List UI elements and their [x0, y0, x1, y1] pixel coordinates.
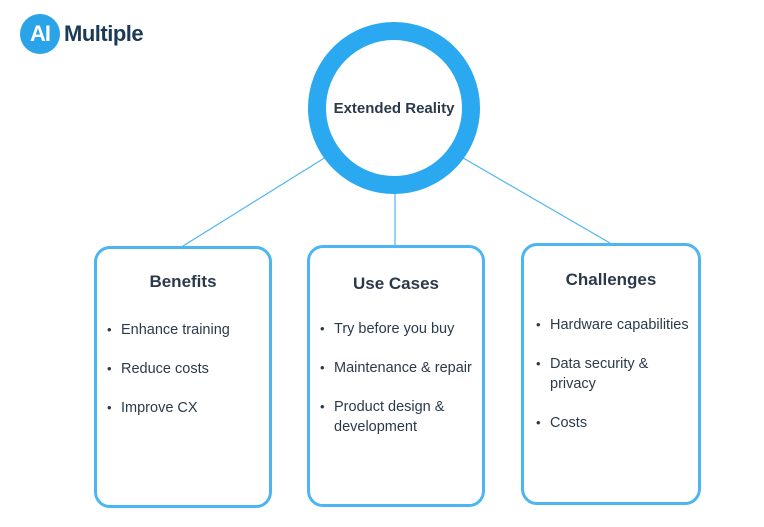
connector-challenges	[457, 154, 611, 244]
hub-label: Extended Reality	[333, 99, 455, 117]
list-item: Product design & development	[320, 397, 454, 437]
brand-badge: AI	[20, 14, 60, 54]
card-list: Enhance training Reduce costs Improve CX	[107, 320, 269, 418]
list-item: Data security & privacy	[536, 354, 670, 394]
card-title: Benefits	[149, 272, 217, 291]
list-item: Enhance training	[107, 320, 269, 340]
brand-name: Multiple	[64, 21, 144, 46]
card-list: Try before you buy Maintenance & repair …	[320, 319, 482, 437]
list-item: Improve CX	[107, 398, 269, 418]
card-title: Use Cases	[352, 274, 439, 293]
card-challenges: Challenges Hardware capabilities Data se…	[521, 243, 701, 505]
card-title: Challenges	[565, 270, 657, 289]
card-use-cases: Use Cases Try before you buy Maintenance…	[307, 245, 485, 507]
list-item: Reduce costs	[107, 359, 269, 379]
card-benefits: Benefits Enhance training Reduce costs I…	[94, 246, 272, 508]
list-item: Costs	[536, 413, 698, 433]
connector-benefits	[182, 156, 327, 247]
hub-circle: Extended Reality	[308, 22, 480, 194]
list-item: Try before you buy	[320, 319, 482, 339]
brand-logo: AI Multiple	[20, 14, 144, 54]
card-list: Hardware capabilities Data security & pr…	[536, 315, 698, 433]
list-item: Hardware capabilities	[536, 315, 698, 335]
list-item: Maintenance & repair	[320, 358, 482, 378]
